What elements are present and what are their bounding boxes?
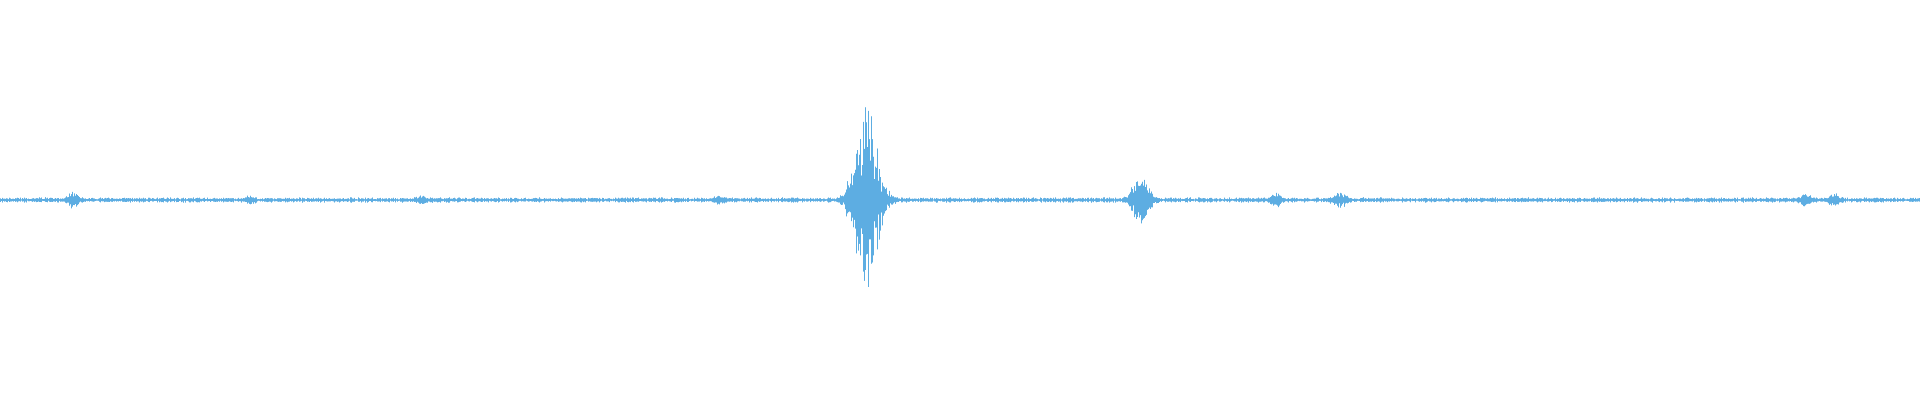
waveform-samples [0, 107, 1920, 287]
waveform-path [0, 107, 1920, 287]
